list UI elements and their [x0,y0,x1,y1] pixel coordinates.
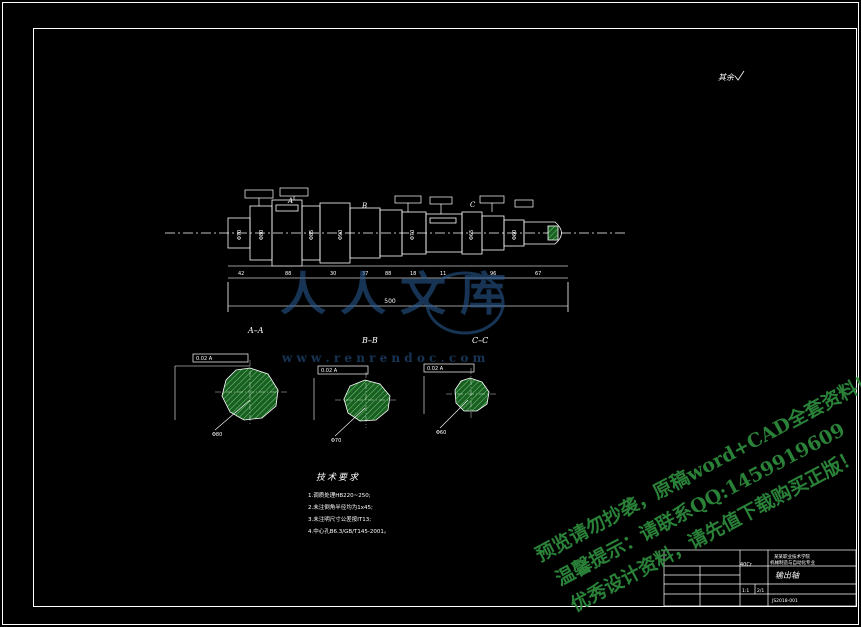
dim-dia: Φ65 [469,230,475,240]
section-a-callout: 0.02 A [196,356,213,362]
section-b-callout: 0.02 A [321,368,338,374]
title-scale: 1:1 [742,588,749,594]
dim-seg: 42 [238,271,244,277]
section-c: C–C 0.02 A Φ60 [423,336,498,436]
section-cut-c: C [470,201,476,209]
dim-dia: Φ60 [512,230,518,240]
dim-seg: 88 [285,271,291,277]
dim-seg: 96 [490,271,496,277]
dim-dia: Φ70 [410,230,416,240]
dim-seg: 30 [330,271,336,277]
section-c-dia: Φ60 [436,430,446,436]
dim-diameters: Φ70 Φ80 Φ85 Φ90 Φ70 Φ65 Φ60 [237,230,518,240]
tech-req-item: 4.中心孔B6.3/GB/T145-2001。 [308,527,389,535]
dim-seg: 67 [535,271,541,277]
dim-total-length: 500 [384,298,396,305]
section-b-title: B–B [361,336,378,345]
inner-border [33,28,857,607]
green-watermark: 预览请勿抄袭，原稿word+CAD全套资料！ 温馨提示：请联系QQ:145991… [532,367,861,616]
title-sheet: 2/1 [757,588,764,594]
title-drawing-no: JS2018-001 [771,598,798,604]
title-part-name: 输出轴 [775,571,800,580]
section-b: B–B 0.02 A Φ70 [313,336,398,444]
dim-seg: 37 [362,271,368,277]
dim-dia: Φ80 [259,230,265,240]
shaft-main-view [165,199,625,312]
section-c-title: C–C [472,336,488,345]
section-a-title: A–A [247,326,264,335]
section-cut-a: A [287,197,293,205]
dim-dia: Φ85 [309,230,315,240]
dim-dia: Φ70 [237,230,243,240]
roughness-label: 其余 [718,73,735,82]
tolerance-frames-top [244,187,534,214]
title-block [663,549,857,607]
dim-seg: 11 [440,271,446,277]
section-b-dia: Φ70 [331,438,341,444]
section-c-callout: 0.02 A [427,366,444,372]
renren-logo-watermark: 人人文库 w w w . r e n r e n d o c . c o m [280,267,520,365]
watermark-url: w w w . r e n r e n d o c . c o m [281,351,486,365]
title-company-1: 某某职业技术学院 [774,553,810,560]
tech-req-item: 3.未注明尺寸公差按IT13; [308,515,371,523]
dim-left-segments: 42 88 30 37 88 [238,271,391,277]
section-cut-b: B [361,202,367,210]
title-material: 40Cr [740,562,753,568]
tech-requirements: 技术要求 1.调质处理HB220~250; 2.未注倒角半径均为1x45; 3.… [308,472,389,535]
dim-seg: 88 [385,271,391,277]
roughness-symbol: 其余 [718,70,745,82]
dim-seg: 18 [410,271,416,277]
dim-right-segments: 18 11 96 67 [410,271,541,277]
title-company-2: 机械制造与自动化专业 [770,559,815,566]
watermark-logo-text: 人人文库 [280,267,520,321]
section-a: A–A 0.02 A Φ80 [174,326,288,438]
tech-req-item: 2.未注倒角半径均为1x45; [308,503,373,511]
dim-dia: Φ90 [338,230,344,240]
section-a-dia: Φ80 [212,432,222,438]
tech-req-heading: 技术要求 [316,472,360,483]
tech-req-item: 1.调质处理HB220~250; [308,491,371,499]
